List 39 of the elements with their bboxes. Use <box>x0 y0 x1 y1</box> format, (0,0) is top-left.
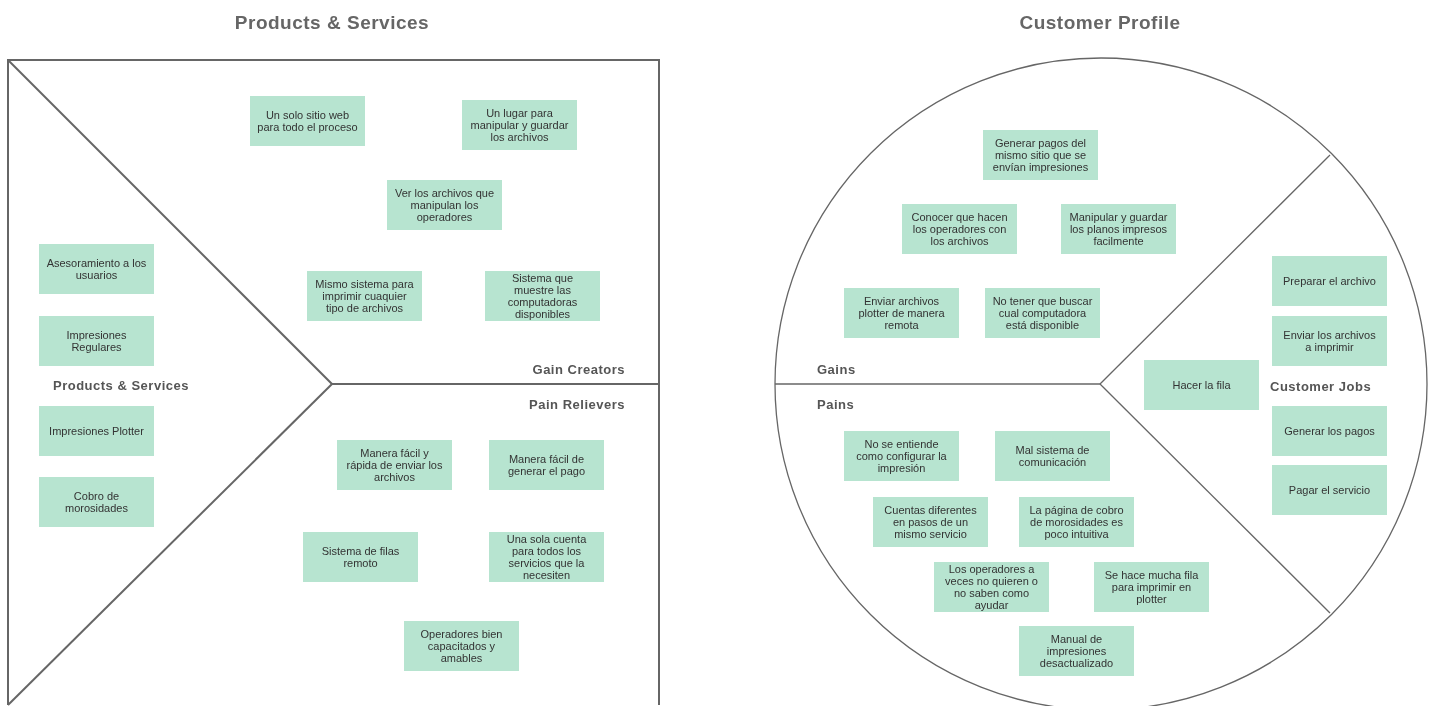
sticky-note: Asesoramiento a los usuarios <box>39 244 154 294</box>
section-heading: Pain Relievers <box>529 397 625 412</box>
sticky-note: No tener que buscar cual computadora está disponible <box>985 288 1100 338</box>
section-heading: Products & Services <box>53 378 189 393</box>
sticky-note: Manipular y guardar los planos impresos facilmente <box>1061 204 1176 254</box>
sticky-note: Ver los archivos que manipulan los operadores <box>387 180 502 230</box>
sticky-note: La página de cobro de morosidades es poco intuitiva <box>1019 497 1134 547</box>
sticky-note: Cobro de morosidades <box>39 477 154 527</box>
sticky-note: Impresiones Plotter <box>39 406 154 456</box>
section-heading: Gains <box>817 362 856 377</box>
panel-title: Products & Services <box>234 12 430 34</box>
sticky-note: Manera fácil y rápida de enviar los archivos <box>337 440 452 490</box>
sticky-note: Operadores bien capacitados y amables <box>404 621 519 671</box>
sticky-note: Mal sistema de comunicación <box>995 431 1110 481</box>
sticky-note: Mismo sistema para imprimir cuaquier tipo de archivos <box>307 271 422 321</box>
section-heading: Customer Jobs <box>1270 379 1372 394</box>
sticky-note: Un solo sitio web para todo el proceso <box>250 96 365 146</box>
sticky-note: Se hace mucha fila para imprimir en plotter <box>1094 562 1209 612</box>
panel-title: Customer Profile <box>1019 12 1181 34</box>
sticky-note: Un lugar para manipular y guardar los archivos <box>462 100 577 150</box>
sticky-note: No se entiende como configurar la impresión <box>844 431 959 481</box>
sticky-note: Una sola cuenta para todos los servicios que la necesiten <box>489 532 604 582</box>
sticky-note: Pagar el servicio <box>1272 465 1387 515</box>
sticky-note: Enviar los archivos a imprimir <box>1272 316 1387 366</box>
section-heading: Pains <box>817 397 855 412</box>
sticky-note: Generar los pagos <box>1272 406 1387 456</box>
sticky-note: Hacer la fila <box>1144 360 1259 410</box>
sticky-note: Enviar archivos plotter de manera remota <box>844 288 959 338</box>
sticky-note: Sistema que muestre las computadoras disponibles <box>485 271 600 321</box>
sticky-note: Generar pagos del mismo sitio que se envían impresiones <box>983 130 1098 180</box>
sticky-note: Sistema de filas remoto <box>303 532 418 582</box>
sticky-note: Impresiones Regulares <box>39 316 154 366</box>
sticky-note: Manera fácil de generar el pago <box>489 440 604 490</box>
sticky-note: Cuentas diferentes en pasos de un mismo servicio <box>873 497 988 547</box>
sticky-note: Manual de impresiones desactualizado <box>1019 626 1134 676</box>
sticky-note: Preparar el archivo <box>1272 256 1387 306</box>
sticky-note: Conocer que hacen los operadores con los archivos <box>902 204 1017 254</box>
sticky-note: Los operadores a veces no quieren o no saben como ayudar <box>934 562 1049 612</box>
section-heading: Gain Creators <box>532 362 625 377</box>
